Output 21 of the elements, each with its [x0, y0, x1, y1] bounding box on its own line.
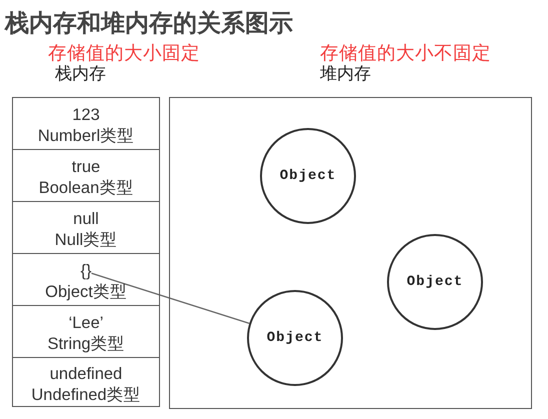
column-heading: 栈内存 [55, 64, 106, 84]
value-text: ‘Lee’ [68, 313, 104, 334]
type-text: Numberl类型 [38, 126, 134, 147]
type-text: String类型 [47, 334, 125, 355]
type-text: Null类型 [54, 230, 118, 251]
value-text: null [73, 209, 99, 230]
note-text: 存储值的大小不固定 [320, 42, 491, 64]
value-text: true [72, 157, 100, 178]
value-text: 123 [72, 105, 100, 126]
value-text: {} [80, 261, 92, 282]
diagram-title: 栈内存和堆内存的关系图示 [5, 9, 293, 39]
column-heading: 堆内存 [320, 64, 371, 84]
object-circle: Object [260, 128, 356, 224]
type-text: Boolean类型 [38, 178, 134, 199]
object-circle: Object [247, 290, 343, 386]
connector-line [91, 272, 250, 324]
type-text: Object类型 [45, 282, 127, 303]
note-text: 存储值的大小固定 [48, 42, 200, 64]
object-circle: Object [387, 234, 483, 330]
type-text: Undefined类型 [31, 384, 141, 406]
value-text: undefined [50, 364, 122, 384]
